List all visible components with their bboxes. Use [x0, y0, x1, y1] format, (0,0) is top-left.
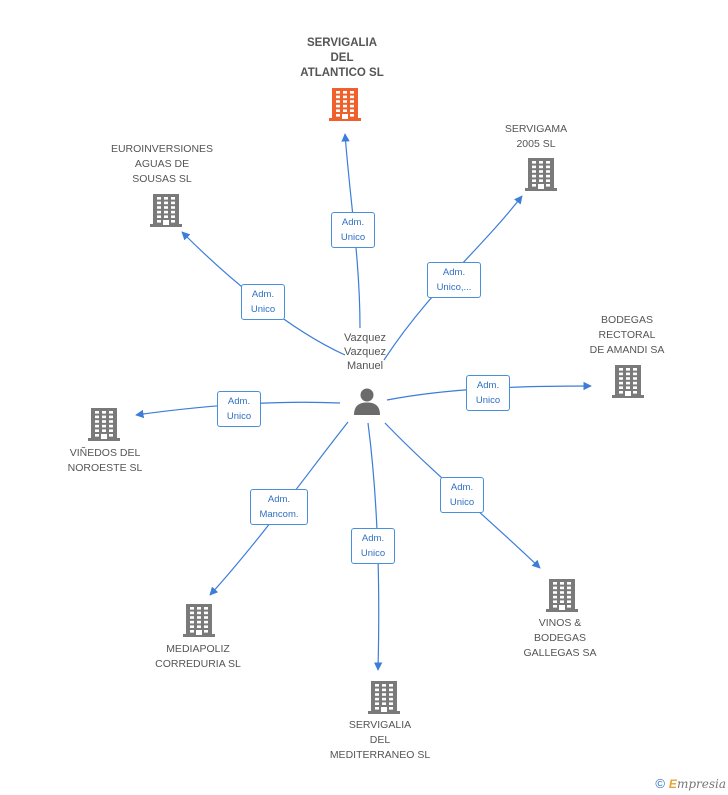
building-icon[interactable] — [88, 407, 120, 446]
brand-initial: E — [668, 777, 677, 791]
company-label-servigama[interactable]: SERVIGAMA 2005 SL — [504, 123, 568, 150]
company-label-servigalia-mediterraneo[interactable]: SERVIGALIA DEL MEDITERRANEO SL — [329, 719, 431, 761]
person-icon[interactable] — [352, 386, 382, 416]
building-icon[interactable] — [183, 603, 215, 642]
building-icon[interactable] — [612, 364, 644, 403]
building-icon[interactable] — [368, 680, 400, 719]
building-icon[interactable] — [546, 578, 578, 617]
role-badge-servigalia-atlantico: Adm. Unico — [331, 212, 375, 248]
copyright-footer: ©Empresia — [655, 776, 726, 791]
building-icon[interactable] — [329, 87, 361, 126]
brand-name: mpresia — [676, 777, 726, 791]
company-label-servigalia-atlantico[interactable]: SERVIGALIA DEL ATLANTICO SL — [300, 37, 384, 79]
role-badge-euroinversiones: Adm. Unico — [241, 284, 285, 320]
building-icon[interactable] — [150, 193, 182, 232]
company-label-bodegas-rectoral[interactable]: BODEGAS RECTORAL DE AMANDI SA — [589, 314, 665, 356]
role-badge-servigama: Adm. Unico,... — [427, 262, 481, 298]
company-label-vinedos-noroeste[interactable]: VIÑEDOS DEL NOROESTE SL — [67, 447, 143, 474]
company-label-mediapoliz[interactable]: MEDIAPOLIZ CORREDURIA SL — [155, 643, 241, 670]
copyright-symbol: © — [655, 776, 665, 791]
role-badge-vinedos-noroeste: Adm. Unico — [217, 391, 261, 427]
company-label-vinos-bodegas[interactable]: VINOS & BODEGAS GALLEGAS SA — [523, 617, 597, 659]
role-badge-bodegas-rectoral: Adm. Unico — [466, 375, 510, 411]
role-badge-servigalia-mediterraneo: Adm. Unico — [351, 528, 395, 564]
person-name[interactable]: Vazquez Vazquez Manuel — [344, 332, 386, 372]
role-badge-mediapoliz: Adm. Mancom. — [250, 489, 308, 525]
role-badge-vinos-bodegas: Adm. Unico — [440, 477, 484, 513]
company-label-euroinversiones[interactable]: EUROINVERSIONES AGUAS DE SOUSAS SL — [110, 143, 214, 185]
building-icon[interactable] — [525, 157, 557, 196]
